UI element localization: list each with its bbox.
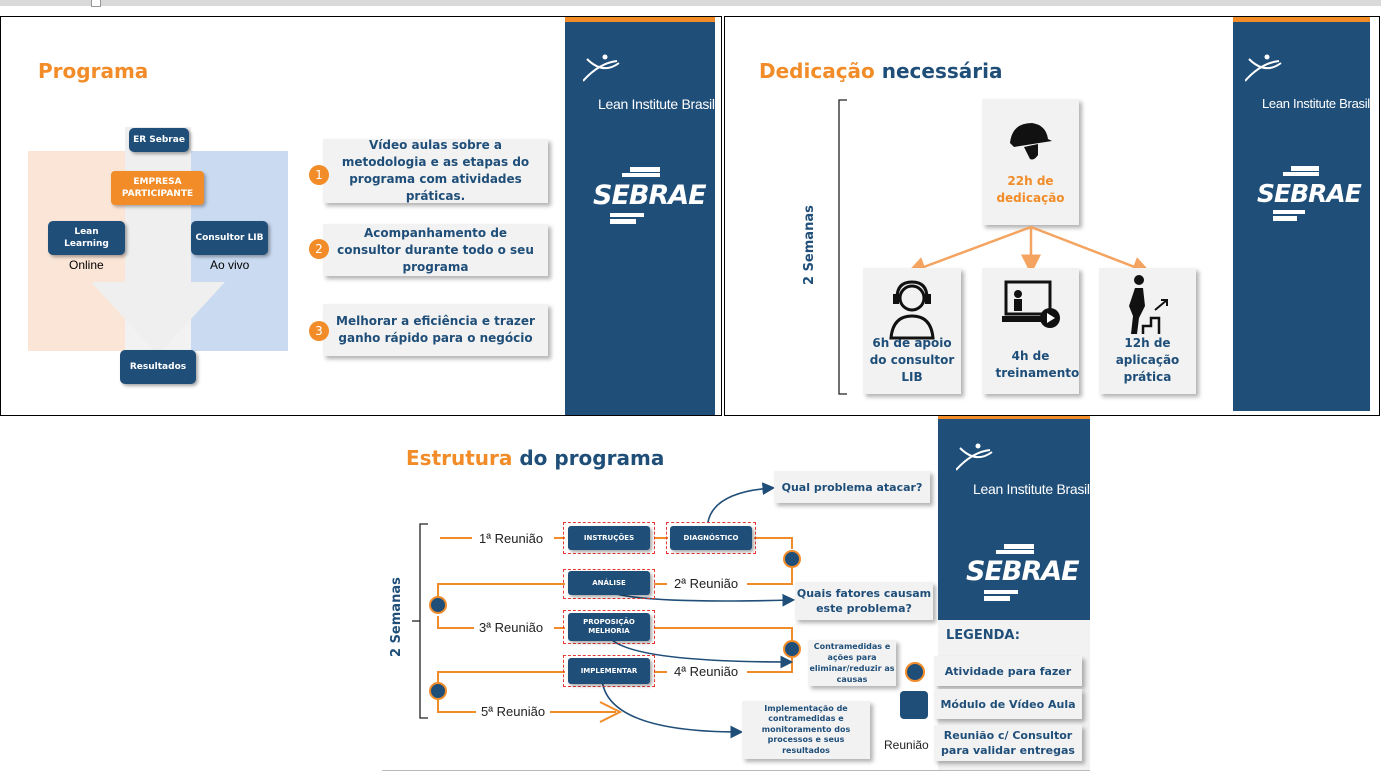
meeting-4: 4ª Reunião xyxy=(674,664,739,679)
brand-sidebar-3: Lean Institute Brasil SEBRAE xyxy=(938,416,1090,620)
legend-atividade: Atividade para fazer xyxy=(934,656,1082,686)
step-analise: ANÁLISE xyxy=(568,571,650,595)
step-instrucoes-dash xyxy=(563,522,655,554)
meeting-1: 1ª Reunião xyxy=(479,531,544,546)
step-analise-dash xyxy=(563,569,655,599)
checkbox-marker[interactable] xyxy=(91,0,101,7)
item-2-number: 2 xyxy=(309,239,329,259)
step-diagnostico: DIAGNÓSTICO xyxy=(670,526,752,550)
item-3-text: Melhorar a eficiência e trazer ganho ráp… xyxy=(336,314,535,345)
legend-video-square-icon xyxy=(900,691,928,719)
dedicacao-center-card: 22h de dedicação xyxy=(982,99,1079,225)
consultor-lib-box: Consultor LIB xyxy=(191,221,268,255)
slide2-title-a: Dedicação xyxy=(759,59,875,83)
slide3-semanas: 2 Semanas xyxy=(389,577,404,657)
step-implementar-dash xyxy=(563,655,655,687)
activity-dot-2 xyxy=(429,596,447,614)
lib-logo-icon-3 xyxy=(956,443,993,471)
lib-logo-text-3: Lean Institute Brasil xyxy=(973,481,1090,497)
sebrae-stripes-icon-2 xyxy=(1273,166,1319,221)
slide1-title: Programa xyxy=(38,59,149,83)
item-3-card: Melhorar a eficiência e trazer ganho ráp… xyxy=(323,304,548,356)
sebrae-logo-text-3: SEBRAE xyxy=(966,556,1080,587)
item-3-number: 3 xyxy=(309,321,329,341)
sidebar-orange-bar xyxy=(565,17,715,22)
legend-activity-dot-icon xyxy=(905,662,925,682)
climbing-stairs-icon xyxy=(1129,275,1168,334)
step-implementar: IMPLEMENTAR xyxy=(568,658,650,684)
callout-contramedidas: Contramedidas e ações para eliminar/redu… xyxy=(808,640,896,686)
funnel-arrow xyxy=(91,127,225,355)
sidebar-orange-bar-3 xyxy=(938,416,1090,419)
sebrae-logo-text: SEBRAE xyxy=(593,180,707,211)
meeting-3: 3ª Reunião xyxy=(479,620,544,635)
treinamento-text: 4h de treinamento xyxy=(995,349,1080,380)
step-proposicao: PROPOSIÇÃO MELHORIA xyxy=(568,613,650,641)
slide2-title-b: necessária xyxy=(881,59,1003,83)
item-1-number: 1 xyxy=(309,165,329,185)
lean-learning-box: Lean Learning xyxy=(48,221,125,255)
apoio-card: 6h de apoio do consultor LIB xyxy=(863,268,961,394)
online-label: Online xyxy=(69,258,104,272)
lib-logo-text: Lean Institute Brasil xyxy=(598,96,715,112)
dedicacao-arrows xyxy=(905,225,1152,277)
slide2-semanas: 2 Semanas xyxy=(802,205,817,285)
slide2-title: Dedicação necessária xyxy=(759,59,1003,83)
headset-support-icon xyxy=(889,280,935,340)
slide3-title-a: Estrutura xyxy=(406,446,513,470)
slide3-title: Estrutura do programa xyxy=(406,446,664,470)
sebrae-logo-text-2: SEBRAE xyxy=(1257,179,1362,208)
slide-programa: Programa ER Sebrae EMPRESA PARTICIPANTE … xyxy=(0,16,722,416)
aplicacao-text: 12h de aplicação prática xyxy=(1115,336,1180,384)
brand-sidebar-2: Lean Institute Brasil SEBRAE xyxy=(1233,17,1370,411)
legend-reuniao-consultor: Reunião c/ Consultor para validar entreg… xyxy=(934,725,1082,761)
resultados-box: Resultados xyxy=(120,350,196,384)
lib-logo-icon-2 xyxy=(1245,54,1282,82)
ao-vivo-label: Ao vivo xyxy=(210,258,250,272)
callout-quais-fatores: Quais fatores causam este problema? xyxy=(795,582,933,620)
slide-dedicacao: Dedicação necessária 2 Semanas 22h de de… xyxy=(724,16,1380,416)
lib-logo-text-2: Lean Institute Brasil xyxy=(1262,96,1370,111)
sebrae-stripes-icon-3 xyxy=(984,544,1034,601)
lib-logo-icon xyxy=(583,54,620,82)
legend-video-aula: Módulo de Vídeo Aula xyxy=(934,689,1082,719)
treinamento-card: 4h de treinamento xyxy=(982,268,1079,394)
legend-reuniao-label: Reunião xyxy=(884,738,929,752)
item-1-text: Vídeo aulas sobre a metodologia e as eta… xyxy=(341,138,530,203)
aplicacao-card: 12h de aplicação prática xyxy=(1099,268,1196,394)
activity-dot-3 xyxy=(783,640,801,658)
top-toolbar-strip xyxy=(0,0,1381,6)
callout-implementacao: Implementação de contramedidas e monitor… xyxy=(742,701,870,759)
helmet-icon xyxy=(1010,123,1052,160)
activity-dot-4 xyxy=(429,682,447,700)
brand-sidebar: Lean Institute Brasil SEBRAE xyxy=(565,17,715,415)
item-1-card: Vídeo aulas sobre a metodologia e as eta… xyxy=(323,138,548,203)
sebrae-stripes-icon xyxy=(610,167,660,224)
item-2-text: Acompanhamento de consultor durante todo… xyxy=(337,225,534,274)
legend-title: LEGENDA: xyxy=(946,628,1020,643)
item-2-card: Acompanhamento de consultor durante todo… xyxy=(323,224,548,276)
slide-estrutura: Estrutura do programa xyxy=(382,416,1090,771)
dedicacao-center-text: 22h de dedicação xyxy=(996,174,1065,205)
apoio-text: 6h de apoio do consultor LIB xyxy=(869,336,955,384)
meeting-2: 2ª Reunião xyxy=(674,576,739,591)
step-diagnostico-dash xyxy=(666,522,756,554)
er-sebrae-box: ER Sebrae xyxy=(129,128,189,152)
step-proposicao-dash xyxy=(563,610,655,644)
step-instrucoes: INSTRUÇÕES xyxy=(568,526,650,550)
sidebar-orange-bar-2 xyxy=(1233,17,1370,22)
empresa-participante-box: EMPRESA PARTICIPANTE xyxy=(111,171,204,205)
semanas-bracket xyxy=(838,99,847,395)
slide3-title-b: do programa xyxy=(519,446,665,470)
callout-qual-problema: Qual problema atacar? xyxy=(774,471,930,503)
video-training-icon xyxy=(1002,280,1060,328)
meeting-5: 5ª Reunião xyxy=(481,704,546,719)
activity-dot-1 xyxy=(783,550,801,568)
